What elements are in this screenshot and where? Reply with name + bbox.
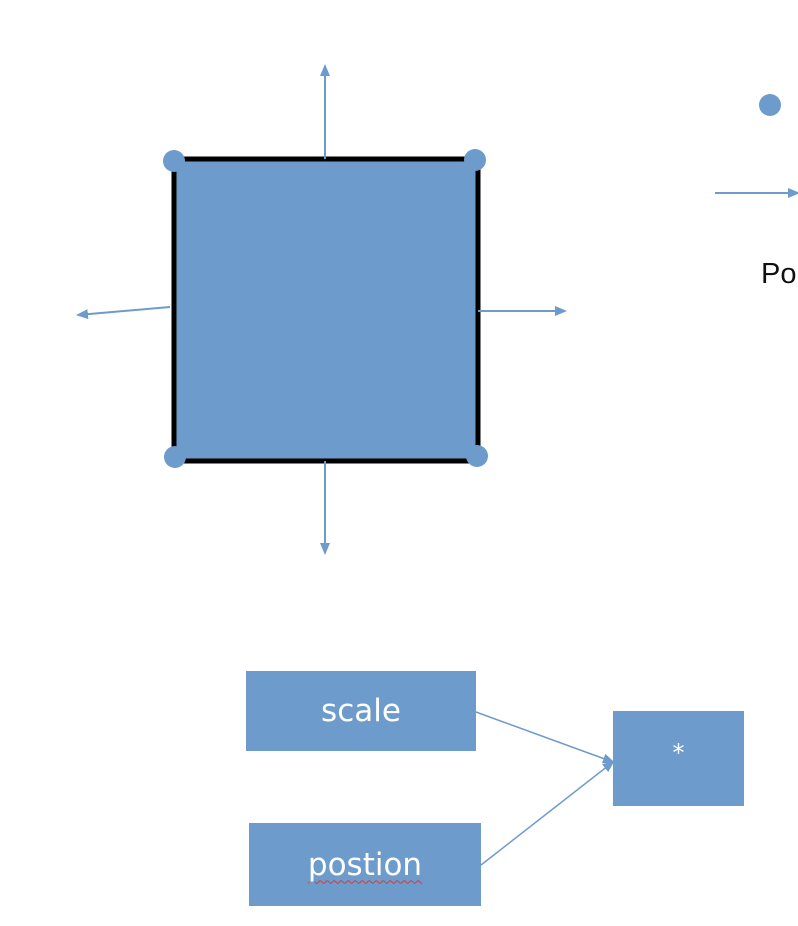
scale-node-label: scale	[321, 693, 401, 729]
corner-marker-bottom-right[interactable]	[466, 445, 488, 467]
connector-scale-to-multiply	[475, 711, 615, 764]
connector-position-to-multiply	[480, 760, 615, 866]
corner-marker-top-right[interactable]	[464, 149, 486, 171]
legend-label: Po	[761, 258, 797, 290]
corner-marker-top-left[interactable]	[163, 150, 185, 172]
left-arrow	[76, 306, 171, 320]
position-node-label: postion	[307, 846, 423, 883]
multiply-node-label: *	[672, 738, 685, 767]
square-body	[171, 156, 481, 464]
transform-square	[171, 156, 481, 464]
corner-marker-bottom-left[interactable]	[164, 446, 186, 468]
legend-point-icon	[759, 94, 781, 116]
multiply-node[interactable]: *	[613, 711, 744, 806]
position-node[interactable]: postion	[249, 823, 481, 906]
scale-node[interactable]: scale	[246, 671, 476, 751]
